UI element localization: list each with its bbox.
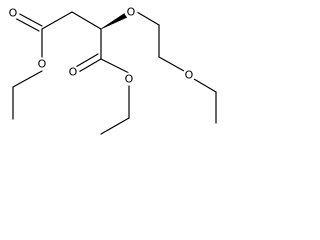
bond-ochain-ch2 xyxy=(193,78,217,93)
bond-carbonyl-right-2 xyxy=(73,53,99,69)
atom-o-ether-alpha: O xyxy=(124,5,138,19)
bond-ch2-ch xyxy=(71,11,102,30)
bond-c1-ch2 xyxy=(41,11,73,30)
structure-diagram: O O O O O O xyxy=(6,5,217,135)
bond-ethyl-right xyxy=(100,117,130,135)
atom-o-ether-chain: O xyxy=(182,68,196,82)
bond-c2-oester xyxy=(100,58,130,74)
bond-carbonyl-right-1 xyxy=(76,58,102,74)
atom-label-o: O xyxy=(127,6,136,19)
bond-carbonyl-left-2 xyxy=(12,16,40,32)
bond-oether-ch2 xyxy=(136,11,160,26)
atom-label-o: O xyxy=(125,73,134,86)
atom-label-o: O xyxy=(69,66,78,79)
atom-o-carbonyl-left: O xyxy=(6,6,20,20)
atom-o-ester-right: O xyxy=(122,72,136,86)
atom-o-carbonyl-right: O xyxy=(66,65,80,79)
atom-o-ester-left: O xyxy=(35,57,49,71)
bond-carbonyl-left-1 xyxy=(15,11,43,27)
atom-label-o: O xyxy=(9,7,18,20)
molecule-svg: O O O O O O xyxy=(6,5,217,135)
bond-oester-ch2-left xyxy=(12,70,43,88)
atom-label-o: O xyxy=(185,69,194,82)
bond-ch2-ochain xyxy=(158,56,185,72)
atom-label-o: O xyxy=(38,58,47,71)
